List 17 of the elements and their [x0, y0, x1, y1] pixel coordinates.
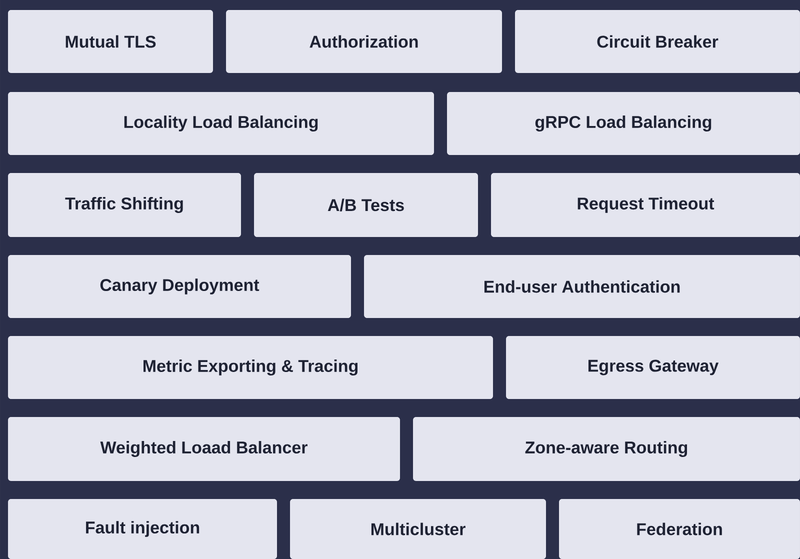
feature-box: A/B Tests: [254, 173, 478, 237]
feature-box: Authorization: [226, 10, 502, 73]
feature-box: Egress Gateway: [506, 336, 800, 399]
feature-box: End-user Authentication: [364, 255, 800, 318]
feature-box: Weighted Loaad Balancer: [8, 417, 400, 481]
feature-box: gRPC Load Balancing: [447, 92, 800, 155]
feature-box: Fault injection: [8, 499, 277, 559]
feature-box: Zone-aware Routing: [413, 417, 800, 481]
feature-box: Mutual TLS: [8, 10, 213, 73]
feature-box: Request Timeout: [491, 173, 800, 237]
feature-box: Traffic Shifting: [8, 173, 241, 237]
feature-box: Circuit Breaker: [515, 10, 800, 73]
feature-box: Federation: [559, 499, 800, 559]
feature-box: Locality Load Balancing: [8, 92, 434, 155]
feature-box: Metric Exporting & Tracing: [8, 336, 493, 399]
feature-box: Multicluster: [290, 499, 546, 559]
feature-box: Canary Deployment: [8, 255, 351, 318]
